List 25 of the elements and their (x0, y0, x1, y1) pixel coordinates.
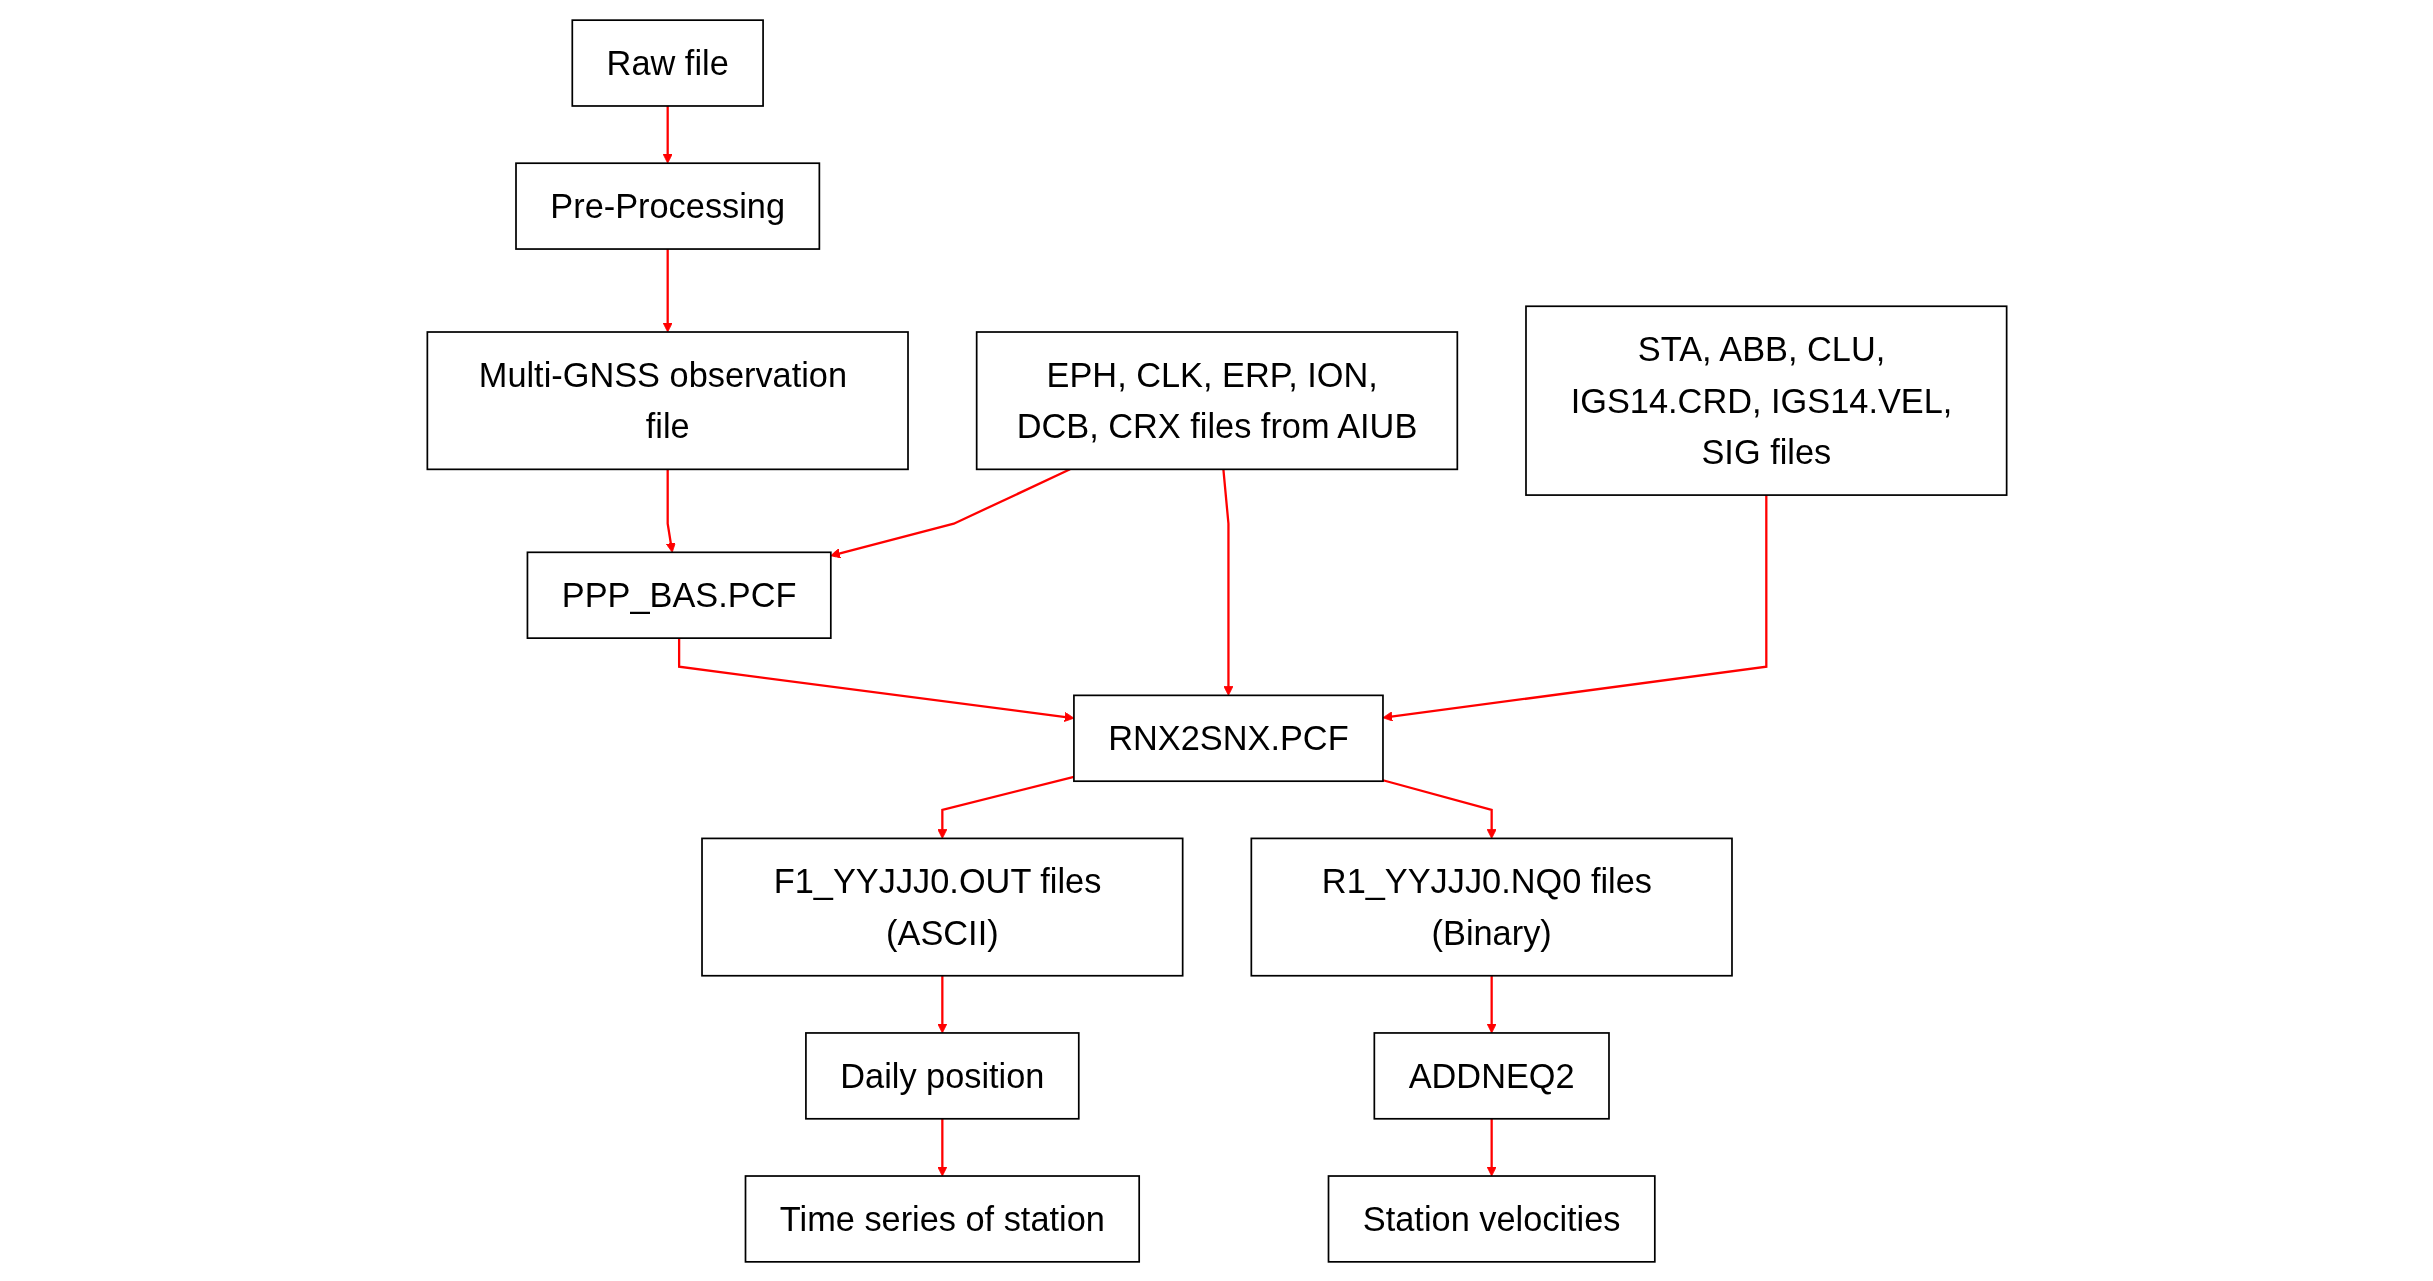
arrow (1221, 468, 1233, 696)
arrow (665, 468, 676, 553)
node-box: STA, ABB, CLU, IGS14.CRD, IGS14.VEL, SIG files (1524, 304, 2007, 496)
arrow (1486, 1118, 1497, 1176)
arrow (1486, 975, 1497, 1033)
node-box: EPH, CLK, ERP, ION, DCB, CRX files from AIUB (975, 330, 1458, 470)
arrow (677, 637, 1074, 722)
arrow (936, 775, 1074, 839)
node-box: Daily position (804, 1031, 1080, 1120)
node-box: Station velocities (1327, 1174, 1656, 1263)
node-box: Time series of station (744, 1174, 1140, 1263)
arrow (936, 1118, 947, 1176)
arrow (1382, 778, 1497, 839)
node-box: R1_YYJJJ0.NQ0 files (Binary) (1249, 837, 1733, 977)
node-box: PPP_BAS.PCF (526, 550, 832, 639)
arrow (662, 248, 673, 332)
node-box: RNX2SNX.PCF (1072, 694, 1384, 782)
node-box: ADDNEQ2 (1372, 1031, 1610, 1120)
node-box: Pre-Processing (514, 161, 820, 250)
node-box: Multi-GNSS observation file (426, 330, 909, 470)
arrow (1382, 494, 1767, 721)
node-box: Raw file (570, 18, 764, 107)
node-box: F1_YYJJJ0.OUT files (ASCII) (700, 837, 1184, 977)
arrow (936, 975, 947, 1033)
arrow (662, 105, 673, 164)
